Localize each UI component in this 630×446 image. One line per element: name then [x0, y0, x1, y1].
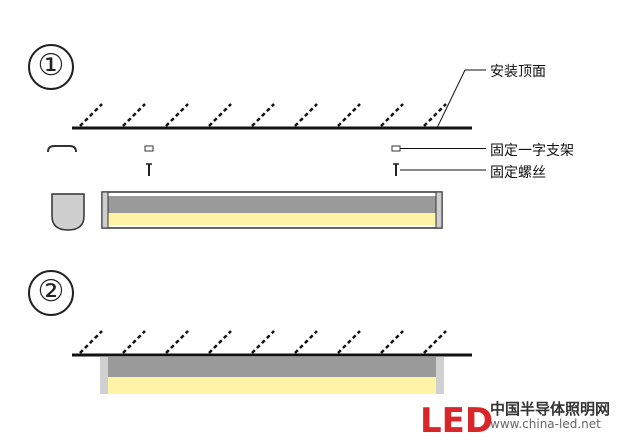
ceiling-step1: [72, 103, 472, 130]
ceiling-hatch: [208, 330, 232, 354]
ceiling-hatch: [251, 103, 275, 127]
ceiling-step2: [72, 330, 472, 357]
ceiling-hatch: [337, 330, 361, 354]
ceiling-hatch: [380, 103, 404, 127]
bracket-label: 固定一字支架: [490, 143, 574, 159]
fixture-step2: [100, 357, 444, 394]
screw-label: 固定螺丝: [490, 165, 546, 181]
ceiling-hatch: [79, 330, 103, 354]
ceiling-hatch: [122, 103, 146, 127]
logo-name: 中国半导体照明网: [490, 400, 611, 418]
step-1-number: ①: [28, 44, 74, 90]
endcap-profile: [51, 193, 85, 231]
ceiling-hatch: [165, 330, 189, 354]
ceiling-hatch: [380, 330, 404, 354]
ceiling-hatch: [423, 103, 447, 127]
logo-url: www.china-led.net: [490, 417, 601, 431]
led-logo-mark: LED: [420, 401, 493, 441]
ceiling-hatch: [165, 103, 189, 127]
bracket-left: [144, 145, 154, 152]
ceiling-hatch: [79, 103, 103, 127]
ceiling-hatch: [251, 330, 275, 354]
screw-right: [393, 163, 399, 176]
site-logo: 中国半导体照明网 www.china-led.net: [418, 396, 628, 436]
step-2-number: ②: [28, 270, 74, 316]
ceiling-hatch: [294, 330, 318, 354]
ceiling-label: 安装顶面: [490, 64, 546, 80]
clip-icon: [47, 145, 77, 153]
fixture-step1: [101, 191, 443, 229]
ceiling-hatch: [294, 103, 318, 127]
ceiling-hatch: [423, 330, 447, 354]
ceiling-leader: [436, 69, 466, 129]
logo-mark-text: LED: [420, 401, 493, 441]
bracket-right: [391, 145, 401, 152]
screw-left: [146, 163, 152, 176]
ceiling-hatch: [337, 103, 361, 127]
ceiling-hatch: [208, 103, 232, 127]
ceiling-hatch: [122, 330, 146, 354]
